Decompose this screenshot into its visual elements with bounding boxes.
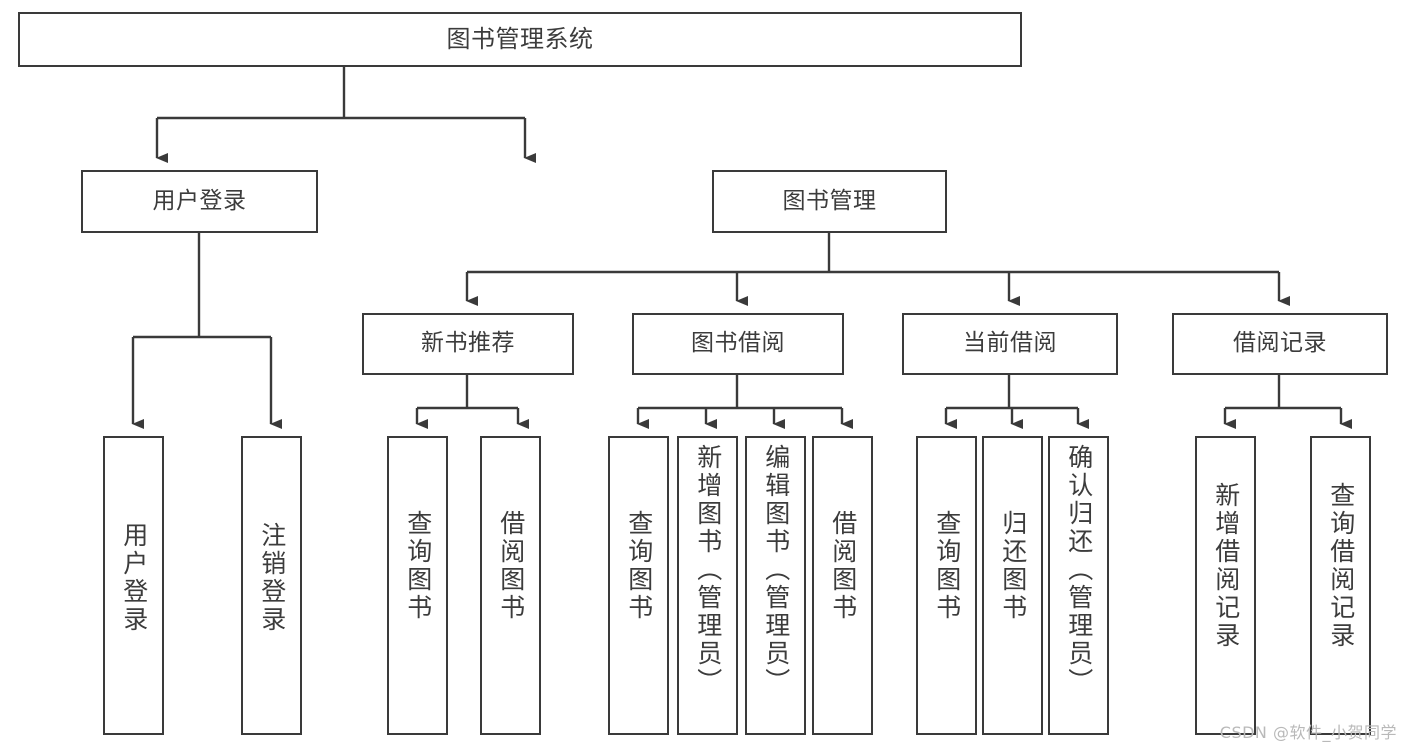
leaf-book-borrow-add[interactable]: 新增图书（管理员）: [677, 436, 738, 735]
leaf-borrow-record-query[interactable]: 查询借阅记录: [1310, 436, 1371, 735]
leaf-book-borrow-edit[interactable]: 编辑图书（管理员）: [745, 436, 806, 735]
leaf-current-borrow-return[interactable]: 归还图书: [982, 436, 1043, 735]
leaf-current-borrow-confirm-return[interactable]: 确认归还（管理员）: [1048, 436, 1109, 735]
node-label: 新增图书（管理员）: [693, 444, 723, 696]
leaf-borrow-record-add[interactable]: 新增借阅记录: [1195, 436, 1256, 735]
node-label: 新书推荐: [421, 330, 515, 357]
leaf-new-book-query[interactable]: 查询图书: [387, 436, 448, 735]
node-label: 借阅图书: [496, 510, 526, 622]
node-root-system[interactable]: 图书管理系统: [18, 12, 1022, 67]
node-borrow-record[interactable]: 借阅记录: [1172, 313, 1388, 375]
node-label: 图书借阅: [691, 330, 785, 357]
node-label: 编辑图书（管理员）: [761, 444, 791, 696]
node-label: 归还图书: [998, 510, 1028, 622]
node-label: 查询借阅记录: [1326, 482, 1356, 650]
node-label: 查询图书: [932, 510, 962, 622]
node-label: 用户登录: [152, 187, 247, 214]
leaf-user-login-logout[interactable]: 注销登录: [241, 436, 302, 735]
leaf-user-login-login[interactable]: 用户登录: [103, 436, 164, 735]
node-label: 借阅记录: [1233, 330, 1327, 357]
node-label: 当前借阅: [963, 330, 1057, 357]
leaf-book-borrow-query[interactable]: 查询图书: [608, 436, 669, 735]
node-label: 查询图书: [403, 510, 433, 622]
node-user-login[interactable]: 用户登录: [81, 170, 318, 233]
node-label: 注销登录: [257, 522, 287, 634]
leaf-current-borrow-query[interactable]: 查询图书: [916, 436, 977, 735]
node-book-borrow[interactable]: 图书借阅: [632, 313, 844, 375]
leaf-new-book-borrow[interactable]: 借阅图书: [480, 436, 541, 735]
leaf-book-borrow-borrow[interactable]: 借阅图书: [812, 436, 873, 735]
watermark: CSDN @软件_小贺同学: [1219, 723, 1397, 742]
node-label: 查询图书: [624, 510, 654, 622]
node-book-management[interactable]: 图书管理: [712, 170, 947, 233]
node-label: 确认归还（管理员）: [1064, 444, 1094, 696]
node-label: 新增借阅记录: [1211, 482, 1241, 650]
node-label: 图书管理系统: [446, 25, 594, 54]
node-label: 图书管理: [782, 187, 877, 214]
node-new-book-recommend[interactable]: 新书推荐: [362, 313, 574, 375]
node-label: 借阅图书: [828, 510, 858, 622]
node-label: 用户登录: [119, 522, 149, 634]
node-current-borrow[interactable]: 当前借阅: [902, 313, 1118, 375]
